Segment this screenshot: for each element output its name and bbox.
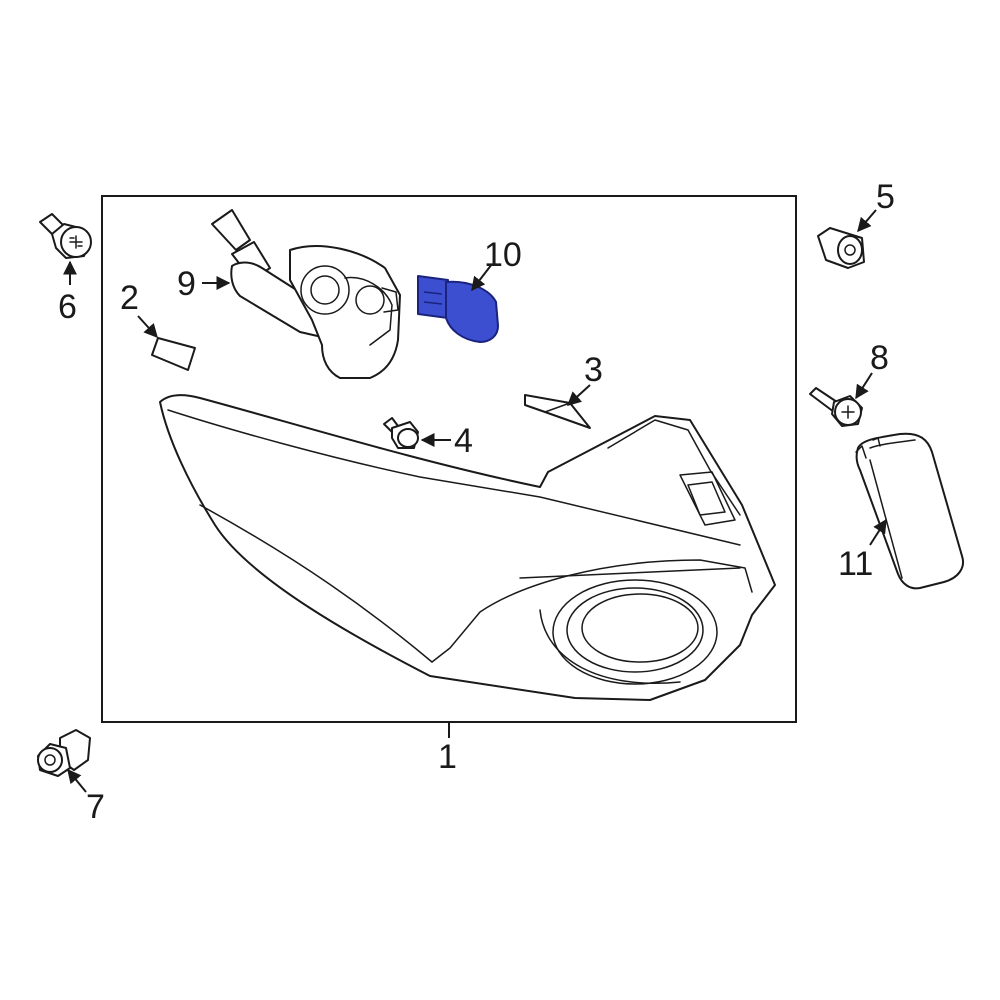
highlighted-bulb (417, 275, 499, 343)
callout-8: 8 (870, 339, 889, 377)
callout-2: 2 (120, 279, 139, 317)
callout-5-leader (857, 209, 877, 233)
callout-6: 6 (58, 288, 77, 326)
callout-3-leader (566, 384, 591, 406)
push-clip (383, 417, 419, 449)
callout-7-leader (67, 768, 87, 793)
clip-nut (817, 227, 865, 269)
headlamp-assembly (159, 394, 776, 701)
callout-10-leader (471, 263, 493, 292)
callout-4: 4 (454, 422, 473, 460)
side-cover (855, 432, 964, 590)
rivet-clip (37, 729, 91, 777)
bolt-8 (809, 387, 863, 427)
callout-3: 3 (584, 351, 603, 389)
bulb-socket-harness (211, 209, 401, 379)
callout-11-leader (869, 518, 887, 546)
callout-10: 10 (484, 236, 522, 274)
callout-8-leader (855, 372, 873, 400)
callout-2-leader (137, 315, 158, 339)
callout-9: 9 (177, 265, 196, 303)
trim-strip (524, 394, 591, 429)
callout-11: 11 (838, 545, 873, 583)
callout-5: 5 (876, 178, 895, 216)
screw-6 (39, 213, 92, 259)
callout-1: 1 (438, 738, 457, 776)
callout-7: 7 (86, 788, 105, 826)
pad-part (151, 337, 196, 371)
